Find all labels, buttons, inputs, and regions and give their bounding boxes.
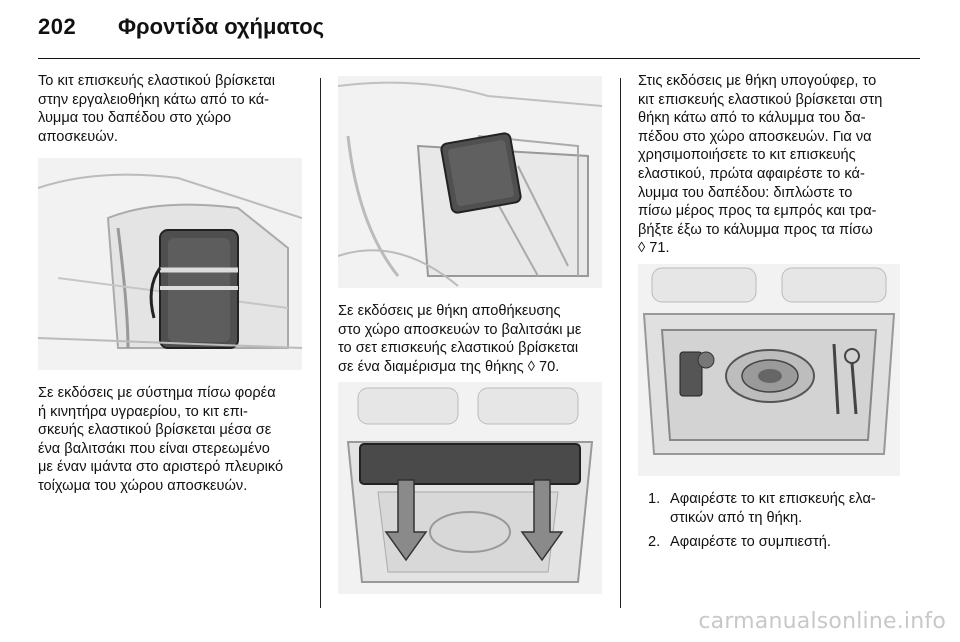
- step-item: 1. Αφαιρέστε το κιτ επισκευής ελα- στικώ…: [648, 491, 876, 526]
- col1-intro-paragraph: Το κιτ επισκευής ελαστικού βρίσκεται στη…: [38, 73, 275, 145]
- column-divider: [320, 78, 321, 608]
- storage-compartment-drawing: [338, 76, 602, 288]
- illustration-floor-cover-folded: [338, 382, 602, 594]
- illustration-storage-compartment: [338, 76, 602, 288]
- page-title: Φροντίδα οχήματος: [118, 14, 325, 39]
- page-number: 202: [38, 14, 77, 39]
- column-divider: [620, 78, 621, 608]
- col1-second-paragraph: Σε εκδόσεις με σύστημα πίσω φορέα ή κινη…: [38, 385, 284, 494]
- illustration-subwoofer-compartment: [638, 264, 900, 476]
- removal-steps-list: 1. Αφαιρέστε το κιτ επισκευής ελα- στικώ…: [648, 490, 876, 558]
- illustration-repair-kit-bag: [38, 158, 302, 370]
- trunk-bag-drawing: [38, 158, 302, 370]
- header-rule: [38, 58, 920, 59]
- page-header: 202 Φροντίδα οχήματος: [0, 0, 960, 60]
- subwoofer-compartment-drawing: [638, 264, 900, 476]
- step-item: 2. Αφαιρέστε το συμπιεστή.: [648, 534, 831, 551]
- col3-paragraph: Στις εκδόσεις με θήκη υπογούφερ, το κιτ …: [638, 73, 883, 257]
- floor-cover-drawing: [338, 382, 602, 594]
- site-watermark: carmanualsonline.info: [698, 609, 946, 634]
- col2-paragraph: Σε εκδόσεις με θήκη αποθήκευσης στο χώρο…: [338, 303, 582, 375]
